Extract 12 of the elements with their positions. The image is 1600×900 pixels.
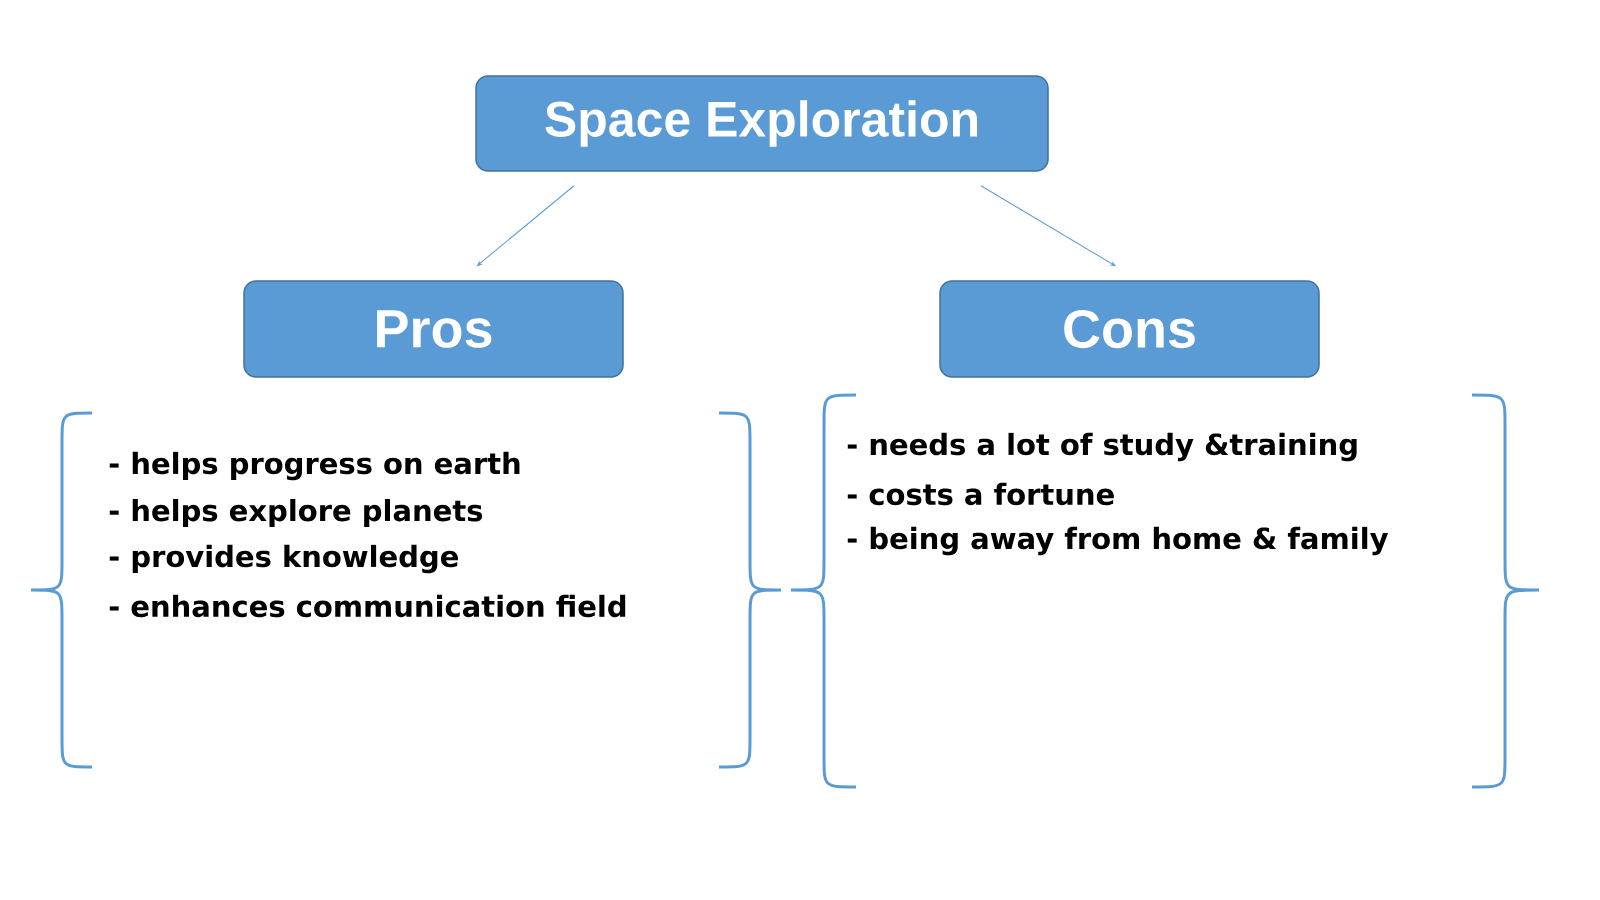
list-item: - helps explore planets [109,498,483,528]
title-box: Cons [939,280,1320,378]
list-item: - enhances communication field [109,594,626,618]
list-item: - needs a lot of study &training [847,432,1357,462]
list-item: - provides knowledge [109,544,458,574]
title-box: Space Exploration [475,75,1049,172]
list-item: - costs a fortune [847,482,1114,506]
arrow [980,185,1116,267]
title-box: Pros [243,280,624,378]
list-item: - being away from home & family [847,526,1389,556]
list-item: - helps progress on earth [109,451,520,481]
arrow [477,185,575,266]
